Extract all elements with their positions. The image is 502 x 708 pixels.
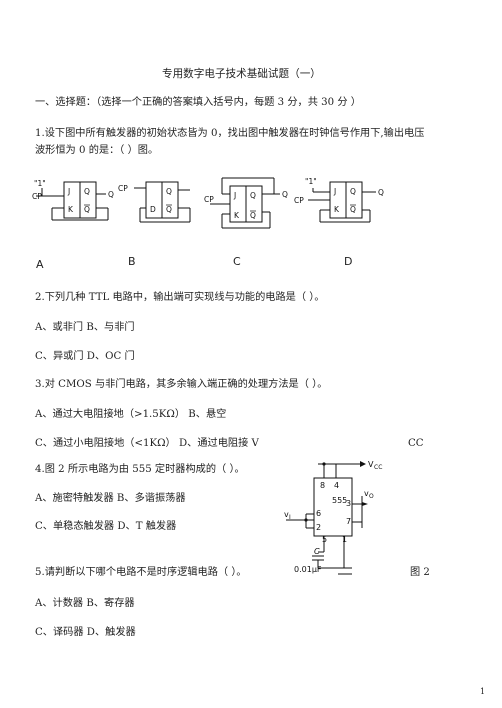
question-5: 5.请判断以下哪个电路不是时序逻辑电路（ ）。 bbox=[35, 567, 247, 578]
fig-b-qbar-label: Q bbox=[166, 205, 172, 214]
pin-4-label: 4 bbox=[334, 481, 339, 490]
question-3: 3.对 CMOS 与非门电路，其多余输入端正确的处理方法是（ ）。 bbox=[35, 379, 328, 390]
vcc-subscript: CC bbox=[374, 464, 382, 471]
chip-555-label: 555 bbox=[332, 496, 347, 505]
question-5-options-ab: A、计数器 B、寄存器 bbox=[35, 598, 135, 609]
fig-c-cp-label: CP bbox=[204, 195, 214, 204]
pin-8-label: 8 bbox=[320, 481, 325, 490]
fig-c-qbar-label: Q bbox=[250, 211, 256, 220]
pin-3-label: 3 bbox=[346, 499, 351, 508]
vi-subscript: I bbox=[289, 514, 291, 521]
fig-d-out-label: Q bbox=[378, 188, 384, 197]
question-4-options-ab: A、施密特触发器 B、多谐振荡器 bbox=[35, 493, 186, 504]
fig-d-qbar-label: Q bbox=[350, 205, 356, 214]
question-2-options-ab: A、或非门 B、与非门 bbox=[35, 322, 135, 333]
question-3-options-cd: C、通过小电阻接地（<1KΩ） D、通过电阻接 V bbox=[35, 438, 259, 449]
vo-label: v bbox=[364, 489, 369, 498]
fig-a-cp-label: CP bbox=[32, 192, 42, 201]
flip-flop-figures: "1" CP J K Q Q Q CP D Q Q CP J K Q Q Q "… bbox=[32, 177, 384, 229]
question-2-options-cd: C、异或门 D、OC 门 bbox=[35, 351, 135, 362]
fig-b-q-label: Q bbox=[166, 187, 172, 196]
question-1-line-1: 1.设下图中所有触发器的初始状态皆为 0，找出图中触发器在时钟信号作用下,输出电… bbox=[35, 128, 425, 139]
figure-caption-c: C bbox=[233, 255, 241, 268]
fig-a-k-label: K bbox=[68, 205, 74, 214]
capacitor-value: 0.01μF bbox=[294, 565, 322, 574]
pin-1-label: 1 bbox=[342, 535, 347, 544]
fig-b-cp-label: CP bbox=[118, 184, 128, 193]
timer-555-chip bbox=[313, 477, 353, 537]
question-5-options-cd: C、译码器 D、触发器 bbox=[35, 627, 136, 638]
question-4-options-cd: C、单稳态触发器 D、T 触发器 bbox=[35, 521, 177, 532]
page-title: 专用数字电子技术基础试题（一） bbox=[162, 68, 321, 80]
section-heading: 一、选择题：（选择一个正确的答案填入括号内，每题 3 分，共 30 分 ） bbox=[35, 97, 361, 108]
pin-5-label: 5 bbox=[322, 535, 327, 544]
figure-caption-d: D bbox=[344, 255, 353, 268]
pin-7-label: 7 bbox=[346, 517, 351, 526]
vcc-label: V bbox=[368, 460, 374, 469]
fig-d-cp-label: CP bbox=[294, 196, 304, 205]
fig-a-one-label: "1" bbox=[34, 179, 46, 188]
pin-6-label: 6 bbox=[316, 509, 321, 518]
figure-2-label: 图 2 bbox=[410, 567, 430, 578]
capacitor-label: C bbox=[314, 547, 320, 556]
fig-d-one-label: "1" bbox=[305, 177, 317, 186]
question-1-line-2: 波形恒为 0 的是：（ ）图。 bbox=[35, 145, 159, 156]
fig-a-qbar-label: Q bbox=[84, 205, 90, 214]
page-number: 1 bbox=[480, 687, 486, 696]
figure-caption-a: A bbox=[36, 258, 44, 271]
vi-label: v bbox=[284, 510, 289, 519]
fig-d-q-label: Q bbox=[350, 187, 356, 196]
question-3-vcc-subscript: CC bbox=[408, 438, 424, 449]
question-3-options-ab: A、通过大电阻接地（>1.5KΩ） B、悬空 bbox=[35, 409, 227, 420]
fig-c-out-label: Q bbox=[282, 190, 288, 199]
question-2: 2.下列几种 TTL 电路中，输出端可实现线与功能的电路是（ ）。 bbox=[35, 292, 325, 303]
fig-a-q-label: Q bbox=[84, 187, 90, 196]
fig-d-j-label: J bbox=[333, 187, 336, 196]
fig-c-q-label: Q bbox=[250, 191, 256, 200]
fig-d-k-label: K bbox=[334, 205, 340, 214]
fig-a-j-label: J bbox=[67, 187, 70, 196]
vo-subscript: O bbox=[369, 493, 374, 500]
fig-c-j-label: J bbox=[233, 191, 236, 200]
fig-a-out-label: Q bbox=[108, 190, 114, 199]
fig-b-d-label: D bbox=[150, 205, 156, 214]
question-4: 4.图 2 所示电路为由 555 定时器构成的（ ）。 bbox=[35, 464, 245, 475]
pin-2-label: 2 bbox=[316, 523, 321, 532]
timer-555-circuit: V CC 8 4 555 3 v O 7 6 2 5 1 v I C 0.01μ… bbox=[284, 460, 382, 575]
figure-caption-b: B bbox=[128, 255, 136, 268]
fig-c-k-label: K bbox=[234, 211, 240, 220]
